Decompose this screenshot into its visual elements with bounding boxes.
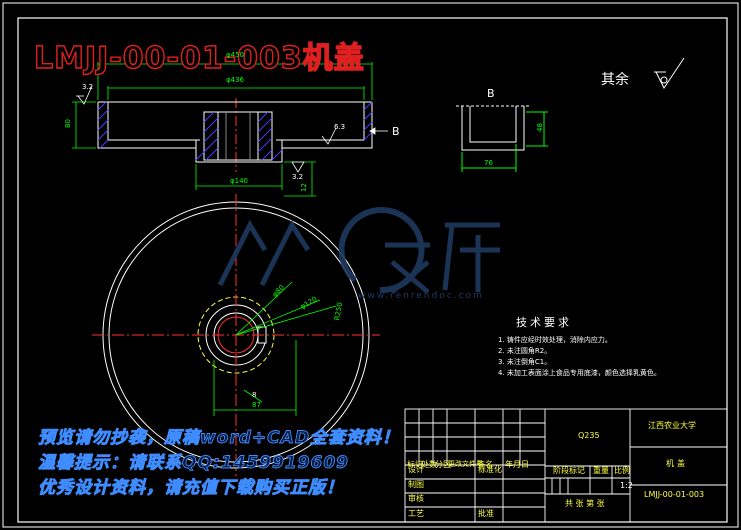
tb-label-process: 工艺 xyxy=(408,509,424,518)
dim-w76: 76 xyxy=(484,159,493,167)
tb-label-approve: 批准 xyxy=(478,509,494,518)
tb-header-doc: 更改文件号 xyxy=(448,460,483,468)
watermark-line: 优秀设计资料，请充值下载购买正版！ xyxy=(38,478,344,498)
rest-finish-label: 其余 xyxy=(601,72,629,88)
tb-label-review: 审核 xyxy=(408,494,424,503)
watermark-domain: www.renrendoc.com xyxy=(358,291,484,301)
part-name: 机盖 xyxy=(666,459,688,468)
tb-header-mark: 标记 xyxy=(407,460,423,469)
tb-label-std: 标准化 xyxy=(478,465,502,474)
roughness-3-2-top: 3.2 xyxy=(82,83,94,91)
drawing-title: LMJJ-00-01-003机盖 xyxy=(33,41,365,76)
requirement-item: 4. 未加工表面涂上食品专用底漆，颜色选择乳黄色。 xyxy=(498,369,661,377)
tb-label-draw: 制图 xyxy=(408,480,424,489)
tb-header-count: 处数 xyxy=(421,460,437,469)
watermark-line: 预览请勿抄袭，原稿word+CAD全套资料！ xyxy=(38,428,400,448)
requirement-item: 1. 铸件应经时效处理，消除内应力。 xyxy=(498,336,612,344)
section-detail-b-label: B xyxy=(487,87,495,100)
title-block-grid xyxy=(404,408,728,523)
plan-view-dimensions xyxy=(213,281,337,416)
dim-d140: φ140 xyxy=(230,177,248,185)
technical-requirements-title: 技术要求 xyxy=(516,316,572,329)
tb-header-zone: 分区 xyxy=(435,460,451,469)
watermark-logo xyxy=(217,207,500,294)
dim-8: 8 xyxy=(252,391,257,399)
front-section-view xyxy=(97,98,373,172)
stage-label: 阶段标记 xyxy=(553,466,585,475)
dim-h80: 80 xyxy=(63,119,72,128)
drawing-border-inner xyxy=(17,17,728,523)
section-b-detail xyxy=(456,105,548,172)
material-value: Q235 xyxy=(578,431,600,440)
drawing-number: LMJJ-00-01-003 xyxy=(644,490,705,499)
sheets-label: 共 张 第 张 xyxy=(565,499,605,508)
dim-d436: φ436 xyxy=(226,76,244,84)
watermark-line: 温馨提示：请联系QQ:1459919609 xyxy=(38,453,349,473)
rest-roughness-symbol xyxy=(654,57,685,89)
dim-w48: 48 xyxy=(535,123,544,132)
tb-header-sign: 签名 xyxy=(477,460,493,469)
roughness-6-3: 6.3 xyxy=(334,123,346,131)
front-view-dimensions xyxy=(72,62,388,197)
roughness-3-2-bottom: 3.2 xyxy=(292,173,304,181)
dim-87: 87 xyxy=(252,401,261,409)
scale-value: 1:2 xyxy=(620,481,633,490)
dim-h12: 12 xyxy=(299,183,308,192)
tb-header-date: 年月日 xyxy=(505,460,529,469)
requirement-item: 3. 未注倒角C1。 xyxy=(498,358,552,366)
section-marker-b: B xyxy=(392,125,400,138)
school-name: 江西农业大学 xyxy=(648,421,696,430)
weight-label: 重量 xyxy=(593,466,609,475)
scale-label: 比例 xyxy=(614,466,630,475)
dim-d450: φ450 xyxy=(226,51,244,59)
requirement-item: 2. 未注圆角R2。 xyxy=(498,347,552,355)
tb-label-design: 设计 xyxy=(408,465,424,474)
section-hatching xyxy=(97,101,373,161)
